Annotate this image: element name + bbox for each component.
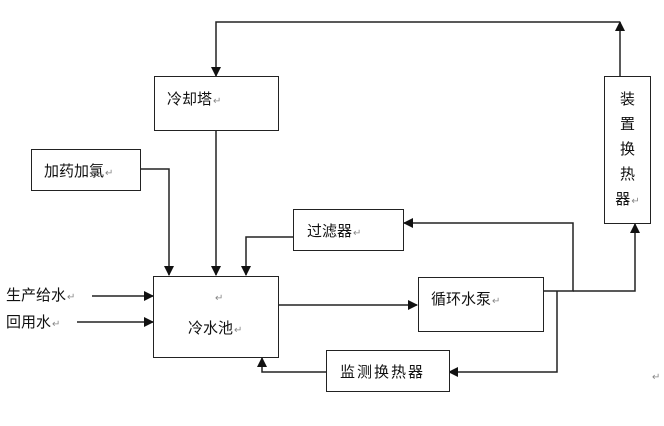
edge-monitor-hx-to-pool — [257, 357, 326, 373]
device-hx-char-1: 装 — [619, 90, 635, 108]
paragraph-mark-icon: ↵ — [67, 292, 76, 303]
paragraph-mark-icon: ↵ — [234, 325, 243, 336]
edge-filter-to-pool — [241, 236, 293, 276]
filter-node: 过滤器↵ — [293, 209, 404, 251]
cooling-tower-node: 冷却塔↵ — [154, 76, 279, 131]
paragraph-mark-icon: ↵ — [52, 319, 61, 330]
monitor-hx-label: 监测换热器 — [340, 363, 426, 381]
device-hx-node: 装 置 换 热 器↵ — [604, 76, 651, 224]
edge-pump-to-filter — [403, 218, 574, 292]
cold-pool-label: 冷水池 — [188, 319, 234, 337]
dosing-label: 加药加氯 — [44, 162, 105, 180]
filter-label: 过滤器 — [307, 222, 353, 240]
paragraph-mark-icon: ↵ — [215, 293, 224, 304]
monitor-hx-node: 监测换热器 — [326, 350, 450, 392]
paragraph-mark-icon: ↵ — [105, 168, 114, 179]
edge-top-loop — [211, 21, 620, 77]
device-hx-char-4: 热 — [619, 165, 635, 183]
cooling-tower-label: 冷却塔 — [167, 90, 213, 108]
dosing-node: 加药加氯↵ — [31, 149, 141, 191]
reuse-water-label: 回用水 — [6, 313, 52, 331]
device-hx-char-3: 换 — [619, 140, 635, 158]
production-water-label: 生产给水 — [6, 286, 67, 304]
edge-pump-to-monitor-hx — [448, 291, 558, 377]
paragraph-mark-icon: ↵ — [213, 96, 222, 107]
device-hx-char-5: 器 — [615, 190, 631, 208]
cold-pool-node: ↵ 冷水池↵ — [153, 276, 279, 358]
paragraph-mark-icon: ↵ — [631, 196, 640, 207]
paragraph-mark-icon: ↵ — [353, 228, 362, 239]
edge-dosing-to-pool — [140, 168, 174, 276]
paragraph-mark-icon: ↵ — [652, 372, 661, 383]
device-hx-char-2: 置 — [619, 115, 635, 133]
circulation-pump-node: 循环水泵↵ — [418, 277, 544, 332]
paragraph-mark-icon: ↵ — [492, 296, 501, 307]
edge-pump-to-device-hx — [573, 223, 640, 292]
circulation-pump-label: 循环水泵 — [431, 290, 492, 308]
